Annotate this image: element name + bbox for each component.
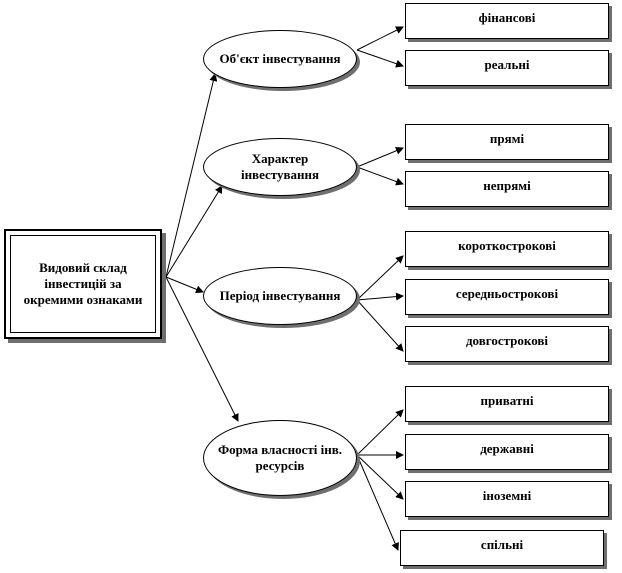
arrow-period-to-short: [356, 255, 404, 301]
category-object-node: Об'єкт інвестування: [203, 30, 357, 88]
arrow-object-to-real: [356, 49, 404, 68]
leaf-financial: фінансові: [405, 3, 609, 39]
leaf-indirect: непрямі: [405, 171, 609, 207]
leaf-private: приватні: [405, 386, 609, 422]
leaf-direct: прямі: [405, 124, 609, 160]
leaf-medium-term: середньострокові: [405, 279, 609, 315]
arrow-root-to-character: [165, 185, 223, 278]
arrow-period-to-medium: [356, 292, 404, 301]
leaf-short-term: короткострокові: [405, 231, 609, 267]
arrow-character-to-indirect: [356, 166, 404, 186]
leaf-foreign: іноземні: [405, 481, 609, 517]
arrow-character-to-direct: [356, 146, 404, 168]
arrow-root-to-ownership: [165, 276, 239, 422]
category-ownership-node: Форма власності інв. ресурсів: [203, 420, 357, 496]
arrow-ownership-to-private: [356, 409, 404, 456]
leaf-long-term: довгострокові: [405, 326, 609, 362]
root-node: Видовий склад інвестицій за окремими озн…: [4, 229, 162, 339]
category-character-node: Характер інвестування: [203, 138, 357, 196]
category-period-node: Період інвестування: [203, 267, 357, 325]
arrow-object-to-financial: [356, 26, 404, 51]
arrow-period-to-long: [356, 299, 404, 352]
root-label: Видовий склад інвестицій за окремими озн…: [10, 235, 156, 333]
leaf-real: реальні: [405, 50, 609, 86]
arrow-root-to-period: [165, 276, 204, 294]
arrow-ownership-to-foreign: [356, 454, 404, 500]
leaf-state: державні: [405, 434, 609, 470]
arrow-ownership-to-joint: [356, 454, 399, 551]
leaf-joint: спільні: [400, 530, 604, 566]
arrow-root-to-object: [165, 73, 218, 278]
